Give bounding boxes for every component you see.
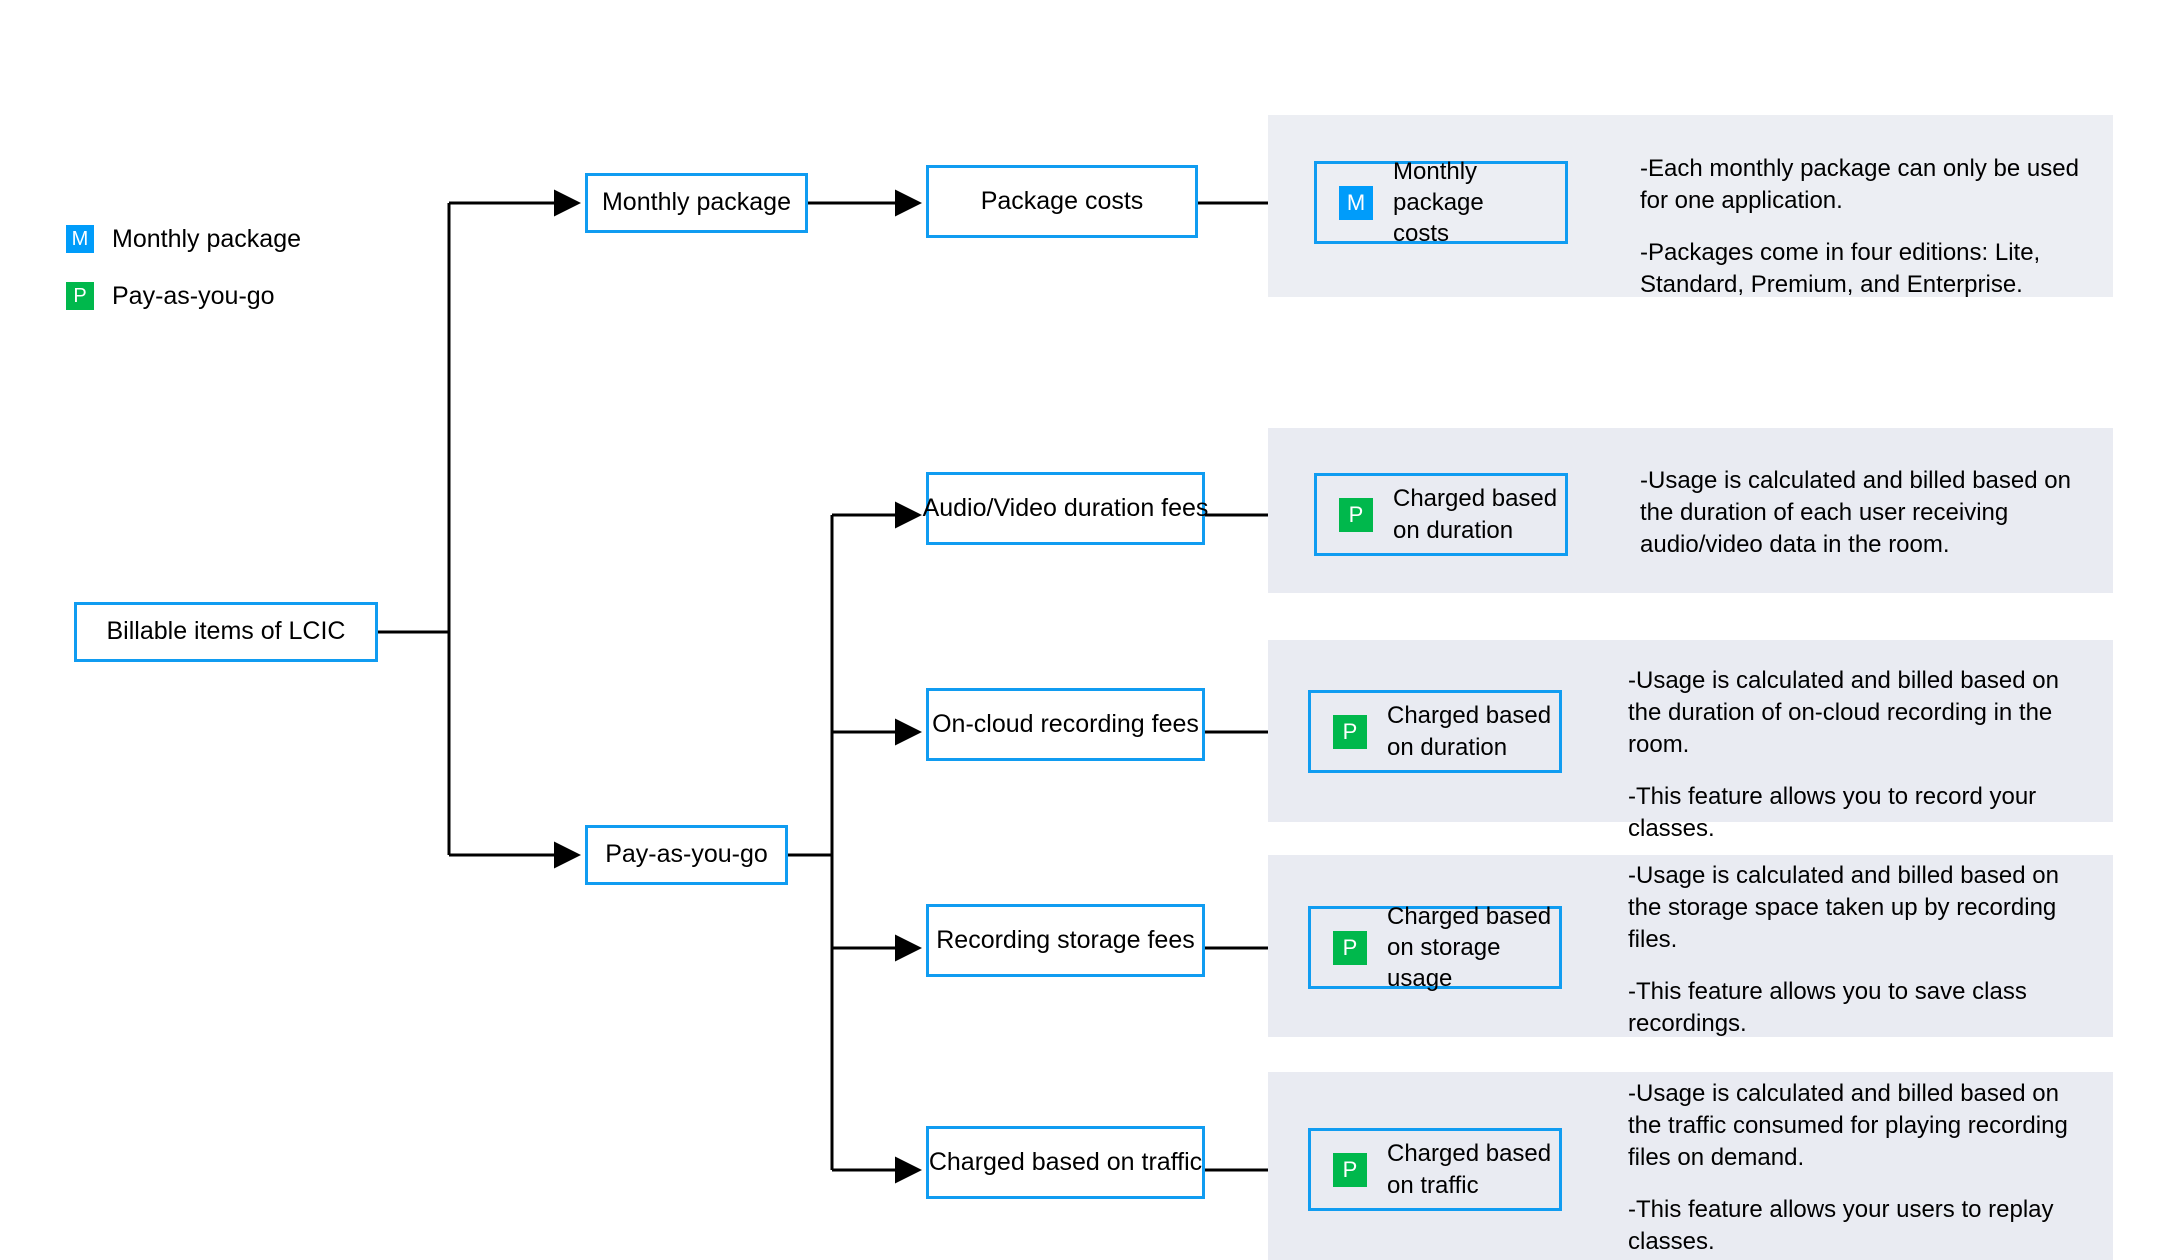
node-on-cloud-recording-fees[interactable]: On-cloud recording fees bbox=[926, 688, 1205, 761]
node-label: Package costs bbox=[980, 186, 1144, 215]
monthly-package-badge-icon: M bbox=[1339, 185, 1373, 220]
monthly-package-badge-icon: M bbox=[66, 225, 94, 253]
node-billable-items-of-lcic[interactable]: Billable items of LCIC bbox=[74, 602, 378, 662]
legend-item-pay-as-you-go: P Pay-as-you-go bbox=[66, 279, 301, 313]
node-label: Recording storage fees bbox=[936, 925, 1195, 954]
note-line: -Usage is calculated and billed based on… bbox=[1640, 467, 2071, 558]
node-pay-as-you-go[interactable]: Pay-as-you-go bbox=[585, 825, 788, 885]
note-line: -This feature allows you to record your … bbox=[1628, 782, 2037, 842]
node-label: Pay-as-you-go bbox=[605, 840, 768, 869]
badge-node-charged-based-on-storage-usage[interactable]: P Charged based on storage usage bbox=[1308, 903, 1562, 992]
pay-as-you-go-badge-icon: P bbox=[66, 282, 94, 310]
badge-node-label: Charged based on storage usage bbox=[1387, 902, 1552, 993]
badge-node-charged-based-on-traffic[interactable]: P Charged based on traffic bbox=[1308, 1128, 1562, 1211]
note-line: -Each monthly package can only be used f… bbox=[1640, 155, 2079, 214]
badge-node-label: Monthly package costs bbox=[1393, 157, 1484, 248]
note-line: -Usage is calculated and billed based on… bbox=[1628, 1080, 2068, 1171]
node-monthly-package[interactable]: Monthly package bbox=[585, 173, 808, 233]
detail-notes-audio-video: -Usage is calculated and billed based on… bbox=[1640, 465, 2110, 561]
pay-as-you-go-badge-icon: P bbox=[1333, 930, 1367, 965]
pay-as-you-go-badge-icon: P bbox=[1333, 714, 1367, 749]
badge-node-label: Charged based on traffic bbox=[1387, 1140, 1552, 1199]
node-recording-storage-fees[interactable]: Recording storage fees bbox=[926, 904, 1205, 977]
detail-notes-traffic: -Usage is calculated and billed based on… bbox=[1628, 1078, 2068, 1258]
legend-label-monthly-package: Monthly package bbox=[112, 224, 302, 253]
node-label: Monthly package bbox=[601, 188, 791, 217]
legend: M Monthly package P Pay-as-you-go bbox=[66, 222, 301, 336]
legend-label-pay-as-you-go: Pay-as-you-go bbox=[112, 281, 275, 310]
badge-node-charged-based-on-duration-recording[interactable]: P Charged based on duration bbox=[1308, 690, 1562, 773]
detail-notes-monthly-package: -Each monthly package can only be used f… bbox=[1640, 153, 2110, 301]
node-charged-based-on-traffic[interactable]: Charged based on traffic bbox=[926, 1126, 1205, 1199]
detail-panel-audio-video bbox=[1268, 428, 2113, 593]
node-audio-video-duration-fees[interactable]: Audio/Video duration fees bbox=[923, 472, 1208, 545]
detail-notes-storage: -Usage is calculated and billed based on… bbox=[1628, 860, 2068, 1040]
note-line: -Packages come in four editions: Lite, S… bbox=[1640, 238, 2041, 298]
badge-node-label: Charged based on duration bbox=[1387, 702, 1552, 761]
pay-as-you-go-badge-icon: P bbox=[1333, 1152, 1367, 1187]
detail-notes-on-cloud: -Usage is calculated and billed based on… bbox=[1628, 665, 2098, 845]
legend-item-monthly-package: M Monthly package bbox=[66, 222, 301, 256]
note-line: -This feature allows you to save class r… bbox=[1628, 977, 2027, 1037]
detail-panel-traffic bbox=[1268, 1072, 2113, 1260]
node-label: Charged based on traffic bbox=[928, 1147, 1203, 1176]
note-line: -Usage is calculated and billed based on… bbox=[1628, 667, 2059, 758]
detail-panel-storage bbox=[1268, 855, 2113, 1037]
badge-node-charged-based-on-duration-av[interactable]: P Charged based on duration bbox=[1314, 473, 1568, 556]
node-label: Billable items of LCIC bbox=[106, 617, 346, 646]
detail-panel-monthly-package bbox=[1268, 115, 2113, 297]
node-package-costs[interactable]: Package costs bbox=[926, 165, 1198, 238]
node-label: On-cloud recording fees bbox=[932, 709, 1199, 738]
note-line: -Usage is calculated and billed based on… bbox=[1628, 862, 2059, 953]
pay-as-you-go-badge-icon: P bbox=[1339, 497, 1373, 532]
detail-panel-on-cloud bbox=[1268, 640, 2113, 822]
note-line: -This feature allows your users to repla… bbox=[1628, 1195, 2054, 1255]
badge-node-label: Charged based on duration bbox=[1393, 485, 1558, 544]
badge-node-monthly-package-costs[interactable]: M Monthly package costs bbox=[1314, 158, 1568, 247]
node-label: Audio/Video duration fees bbox=[922, 493, 1209, 522]
